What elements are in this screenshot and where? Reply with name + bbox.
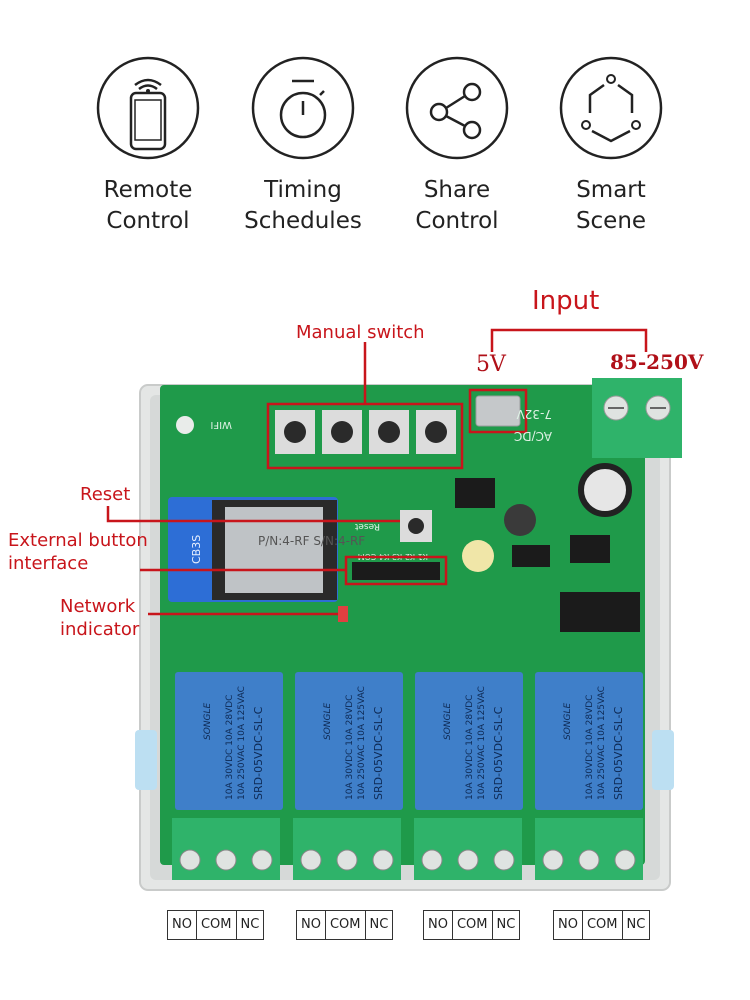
- side-clip: [652, 730, 674, 790]
- input-bracket: [490, 328, 648, 352]
- terminal-nc: NC: [496, 917, 516, 932]
- terminal-no: NO: [168, 911, 197, 939]
- svg-text:SRD-05VDC-SL-C: SRD-05VDC-SL-C: [252, 706, 265, 800]
- side-clip: [135, 730, 157, 790]
- svg-text:SONGLE: SONGLE: [323, 702, 333, 740]
- manual-switch-label: Manual switch: [296, 322, 425, 343]
- svg-text:SONGLE: SONGLE: [443, 702, 453, 740]
- buzzer: [462, 540, 494, 572]
- inductor: [504, 504, 536, 536]
- terminal-no: NO: [297, 911, 326, 939]
- feature-label: Remote Control: [103, 177, 193, 234]
- feature-remote-control: Remote Control: [83, 55, 213, 237]
- input-label: Input: [532, 286, 600, 316]
- feature-timing-schedules: Timing Schedules: [238, 55, 368, 237]
- usb-highlight: [468, 388, 528, 434]
- svg-text:10A 30VDC 10A 28VDC: 10A 30VDC 10A 28VDC: [465, 695, 475, 800]
- terminal-com: COM: [583, 911, 623, 939]
- svg-text:10A 250VAC 10A 125VAC: 10A 250VAC 10A 125VAC: [477, 686, 487, 800]
- stopwatch-icon: [251, 56, 355, 160]
- feature-share-control: Share Control: [392, 55, 522, 237]
- terminal-nc: NC: [240, 917, 260, 932]
- share-icon: [405, 56, 509, 160]
- feature-smart-scene: Smart Scene: [546, 55, 676, 237]
- svg-text:10A 30VDC 10A 28VDC: 10A 30VDC 10A 28VDC: [225, 695, 235, 800]
- feature-label: Share Control: [415, 177, 499, 234]
- dc-range: 7-32V: [516, 407, 552, 421]
- feature-label: Smart Scene: [575, 177, 647, 234]
- smartphone-wifi-icon: [96, 56, 200, 160]
- svg-text:10A 250VAC 10A 125VAC: 10A 250VAC 10A 125VAC: [597, 686, 607, 800]
- regulator-chip: [455, 478, 495, 508]
- relay-1: SRD-05VDC-SL-C 10A 250VAC 10A 125VAC 10A…: [175, 672, 283, 810]
- external-button-label: External button interface: [8, 530, 148, 574]
- terminal-legend-3: NO COM NC: [423, 910, 521, 940]
- reset-label: Reset: [80, 484, 131, 505]
- mount-hole: [176, 416, 194, 434]
- terminal-com: COM: [197, 911, 237, 939]
- feature-label: Timing Schedules: [244, 177, 362, 234]
- terminal-com: COM: [326, 911, 366, 939]
- output-terminals: [172, 818, 643, 880]
- hexagon-scene-icon: [559, 56, 663, 160]
- relay-2: SRD-05VDC-SL-C 10A 250VAC 10A 125VAC 10A…: [295, 672, 403, 810]
- svg-text:10A 250VAC 10A 125VAC: 10A 250VAC 10A 125VAC: [357, 686, 367, 800]
- reset-leader: [106, 506, 400, 523]
- capacitor: [578, 463, 632, 517]
- rf-receiver: [560, 592, 640, 632]
- ic-chip: [570, 535, 610, 563]
- svg-text:SRD-05VDC-SL-C: SRD-05VDC-SL-C: [372, 706, 385, 800]
- terminal-no: NO: [554, 911, 583, 939]
- reset-board-label: Reset: [354, 521, 380, 531]
- acdc-label: AC/DC: [514, 429, 552, 443]
- manual-switches: [275, 410, 456, 454]
- wifi-label: WIFI: [210, 419, 232, 430]
- svg-text:SONGLE: SONGLE: [563, 702, 573, 740]
- terminal-com: COM: [453, 911, 493, 939]
- svg-text:SRD-05VDC-SL-C: SRD-05VDC-SL-C: [612, 706, 625, 800]
- module-label: CB3S: [190, 535, 203, 564]
- svg-text:10A 30VDC 10A 28VDC: 10A 30VDC 10A 28VDC: [345, 695, 355, 800]
- terminal-legend-1: NO COM NC: [167, 910, 265, 940]
- input-5v-label: 5V: [476, 352, 506, 377]
- svg-text:10A 250VAC 10A 125VAC: 10A 250VAC 10A 125VAC: [237, 686, 247, 800]
- terminal-nc: NC: [369, 917, 389, 932]
- svg-text:10A 30VDC 10A 28VDC: 10A 30VDC 10A 28VDC: [585, 695, 595, 800]
- svg-text:SRD-05VDC-SL-C: SRD-05VDC-SL-C: [492, 706, 505, 800]
- power-terminal-block: [592, 378, 682, 458]
- terminal-no: NO: [424, 911, 453, 939]
- input-ac-label: 85-250V: [610, 350, 704, 374]
- usb-port: [475, 395, 521, 427]
- header-pins: [352, 562, 440, 580]
- ic-chip: [512, 545, 550, 567]
- module-model: P/N:4-RF S/N:4-RF: [258, 534, 365, 548]
- svg-text:SONGLE: SONGLE: [203, 702, 213, 740]
- relay-4: SRD-05VDC-SL-C 10A 250VAC 10A 125VAC 10A…: [535, 672, 643, 810]
- terminal-legend-4: NO COM NC: [553, 910, 651, 940]
- network-indicator-label: Network indicator: [60, 596, 140, 640]
- network-led: [338, 606, 348, 622]
- terminal-nc: NC: [626, 917, 646, 932]
- terminal-legend-2: NO COM NC: [296, 910, 394, 940]
- relay-3: SRD-05VDC-SL-C 10A 250VAC 10A 125VAC 10A…: [415, 672, 523, 810]
